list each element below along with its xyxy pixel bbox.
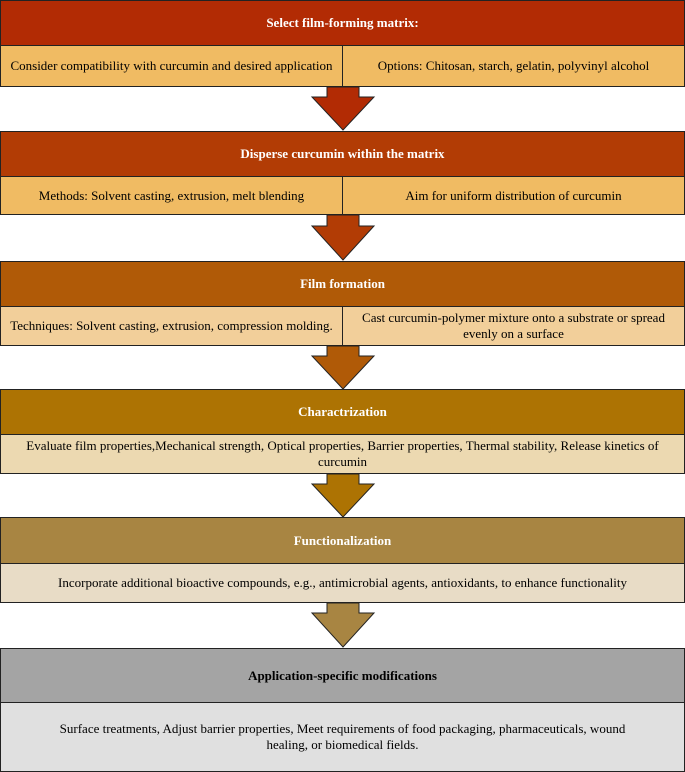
arrow-5-shape — [310, 603, 376, 648]
step-5-cell: Incorporate additional bioactive compoun… — [0, 563, 685, 603]
step-1-header: Select film-forming matrix: — [0, 0, 685, 46]
arrow-1-shape — [310, 87, 376, 131]
arrow-3-shape — [310, 346, 376, 390]
down-arrow-1 — [310, 87, 376, 131]
step-2-cell-left: Methods: Solvent casting, extrusion, mel… — [0, 176, 343, 215]
step-4-cell: Evaluate film properties,Mechanical stre… — [0, 434, 685, 474]
step-6-header: Application-specific modifications — [0, 648, 685, 703]
step-3-header: Film formation — [0, 261, 685, 307]
step-1-cell-right: Options: Chitosan, starch, gelatin, poly… — [342, 45, 685, 87]
step-4-header: Charactrization — [0, 389, 685, 435]
down-arrow-3 — [310, 346, 376, 390]
step-5-header: Functionalization — [0, 517, 685, 564]
step-6-cell: Surface treatments, Adjust barrier prope… — [0, 702, 685, 772]
arrow-4-shape — [310, 474, 376, 518]
arrow-2-shape — [310, 215, 376, 261]
step-2-cell-right: Aim for uniform distribution of curcumin — [342, 176, 685, 215]
step-1-cell-left: Consider compatibility with curcumin and… — [0, 45, 343, 87]
down-arrow-4 — [310, 474, 376, 518]
step-2-header: Disperse curcumin within the matrix — [0, 131, 685, 177]
down-arrow-2 — [310, 215, 376, 261]
step-3-cell-right: Cast curcumin-polymer mixture onto a sub… — [342, 306, 685, 346]
down-arrow-5 — [310, 603, 376, 648]
step-3-cell-left: Techniques: Solvent casting, extrusion, … — [0, 306, 343, 346]
